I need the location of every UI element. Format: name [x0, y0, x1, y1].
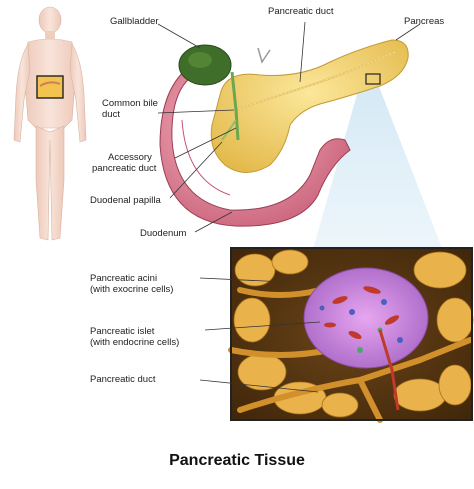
- pancreatic-islet-illustration: [304, 268, 428, 368]
- label-pancreatic-duct-bottom: Pancreatic duct: [90, 374, 155, 385]
- label-common-bile-duct-2: duct: [102, 109, 120, 120]
- label-duodenal-papilla: Duodenal papilla: [90, 195, 161, 206]
- label-islet-1: Pancreatic islet: [90, 326, 154, 337]
- label-duodenum: Duodenum: [140, 228, 186, 239]
- label-common-bile-duct-1: Common bile: [102, 98, 158, 109]
- tissue-inset: [231, 248, 473, 420]
- label-pancreas: Pancreas: [404, 16, 444, 27]
- diagram-title: Pancreatic Tissue: [0, 452, 474, 470]
- label-islet-2: (with endocrine cells): [90, 337, 179, 348]
- body-pancreas-highlight: [37, 76, 63, 98]
- label-pancreatic-duct-top: Pancreatic duct: [268, 6, 333, 17]
- label-accessory-duct-2: pancreatic duct: [92, 163, 156, 174]
- label-gallbladder: Gallbladder: [110, 16, 159, 27]
- label-acini-2: (with exocrine cells): [90, 284, 173, 295]
- label-acini-1: Pancreatic acini: [90, 273, 157, 284]
- label-accessory-duct-1: Accessory: [108, 152, 152, 163]
- body-figure: [14, 7, 86, 240]
